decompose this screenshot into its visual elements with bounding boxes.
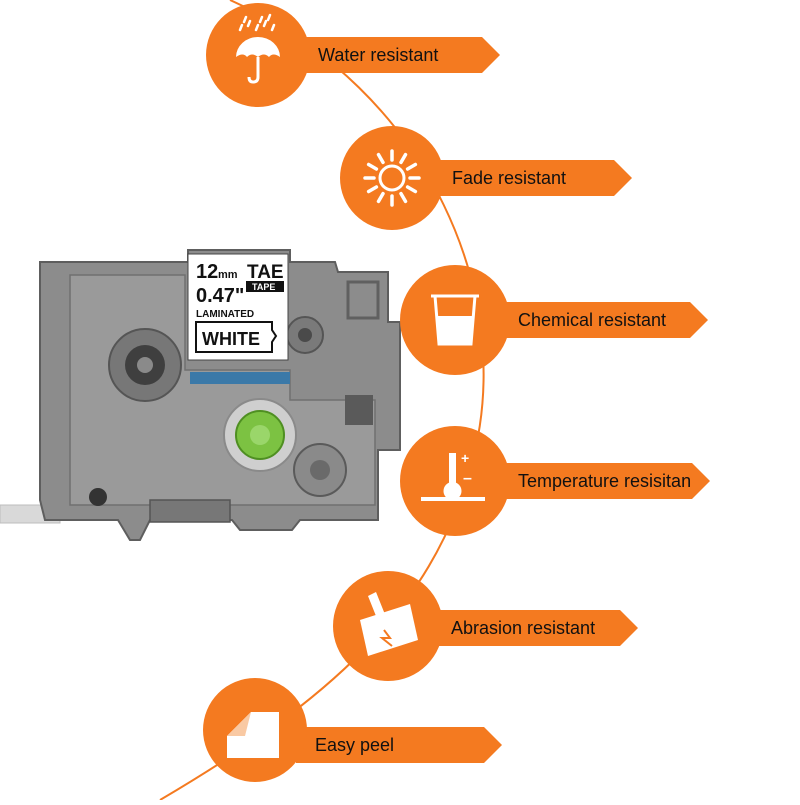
label-type: LAMINATED bbox=[196, 309, 254, 320]
svg-text:+: + bbox=[461, 450, 469, 466]
tape-cartridge: 12 mm TAE TAPE 0.47" LAMINATED WHITE bbox=[0, 249, 401, 541]
feature-row: +–Temperature resisitan bbox=[400, 426, 710, 536]
umbrella-rain-icon bbox=[236, 13, 280, 84]
feature-row: Abrasion resistant bbox=[333, 571, 638, 681]
cartridge-hole bbox=[89, 488, 107, 506]
feature-label: Abrasion resistant bbox=[451, 618, 595, 638]
tape-exit bbox=[149, 499, 231, 523]
feature-arrow-banner bbox=[500, 302, 708, 338]
lower-spool bbox=[293, 443, 347, 497]
feature-arrow-banner bbox=[430, 610, 638, 646]
thermometer-icon: +– bbox=[421, 450, 485, 501]
feature-label: Fade resistant bbox=[452, 168, 566, 188]
feature-row: Fade resistant bbox=[340, 126, 632, 230]
feature-row: Chemical resistant bbox=[400, 265, 708, 375]
side-window bbox=[345, 395, 373, 425]
ink-ribbon-window bbox=[190, 372, 290, 384]
feature-circle bbox=[340, 126, 444, 230]
left-spool bbox=[108, 328, 182, 402]
label-brand: TAE bbox=[247, 262, 284, 283]
label-size-mm: 12 bbox=[196, 261, 218, 283]
feature-label: Easy peel bbox=[315, 735, 394, 755]
feature-arrow-banner bbox=[296, 727, 502, 763]
feature-arrow-banner bbox=[500, 463, 710, 499]
beaker-icon bbox=[431, 294, 479, 346]
label-tape-tag: TAPE bbox=[252, 282, 275, 292]
feature-row: Water resistant bbox=[206, 3, 500, 107]
right-spool bbox=[286, 316, 324, 354]
label-mm-unit: mm bbox=[218, 269, 238, 281]
cartridge-label: 12 mm TAE TAPE 0.47" LAMINATED WHITE bbox=[187, 253, 289, 361]
feature-label: Temperature resisitan bbox=[518, 471, 691, 491]
feature-arrow-banner bbox=[434, 160, 632, 196]
label-color-name: WHITE bbox=[202, 329, 260, 349]
peel-label-icon bbox=[227, 712, 279, 758]
feature-label: Water resistant bbox=[318, 45, 438, 65]
label-size-inch: 0.47" bbox=[196, 285, 244, 307]
feature-arrow-banner bbox=[300, 37, 500, 73]
feature-label: Chemical resistant bbox=[518, 310, 666, 330]
feature-row: Easy peel bbox=[203, 678, 502, 782]
scratch-card-icon bbox=[360, 592, 418, 656]
cartridge-clip bbox=[346, 280, 380, 320]
green-spool bbox=[223, 398, 297, 472]
svg-text:–: – bbox=[463, 470, 472, 487]
sun-icon bbox=[363, 149, 421, 207]
